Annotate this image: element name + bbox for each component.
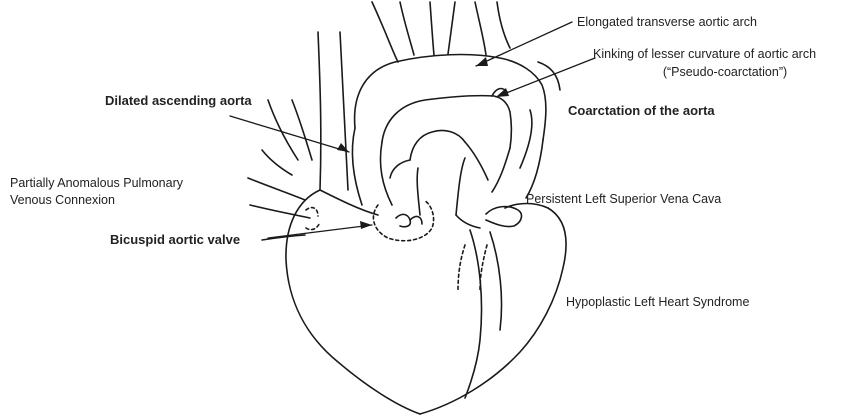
label-bicuspid-valve: Bicuspid aortic valve xyxy=(110,232,240,248)
left-superior-vena-cava xyxy=(520,62,560,168)
bicuspid-valve-detail xyxy=(396,214,422,226)
ascending-aorta xyxy=(352,128,392,205)
label-hlhs: Hypoplastic Left Heart Syndrome xyxy=(566,294,749,310)
right-pulmonary-veins xyxy=(248,100,312,240)
arch-branch-vessels xyxy=(372,2,510,62)
arrow-kinking xyxy=(496,58,595,97)
label-persistent-lsvc: Persistent Left Superior Vena Cava xyxy=(526,191,721,207)
label-elongated-arch: Elongated transverse aortic arch xyxy=(577,14,757,30)
arrow-elongated-arch xyxy=(476,22,572,66)
arrow-bicuspid-valve xyxy=(268,225,372,238)
label-dilated-aorta: Dilated ascending aorta xyxy=(105,93,252,109)
dashed-structures xyxy=(306,200,487,290)
heart-outline xyxy=(286,190,566,414)
superior-vena-cava xyxy=(318,32,348,190)
label-kinking-line2: (“Pseudo-coarctation”) xyxy=(640,64,810,80)
label-papvc-line1: Partially Anomalous Pulmonary xyxy=(10,175,183,191)
label-papvc-line2: Venous Connexion xyxy=(10,192,115,208)
aortic-arch xyxy=(355,55,546,198)
pulmonary-trunk xyxy=(390,130,488,215)
arrowheads xyxy=(337,57,509,229)
label-kinking-line1: Kinking of lesser curvature of aortic ar… xyxy=(593,46,816,62)
label-coarctation: Coarctation of the aorta xyxy=(568,103,715,119)
